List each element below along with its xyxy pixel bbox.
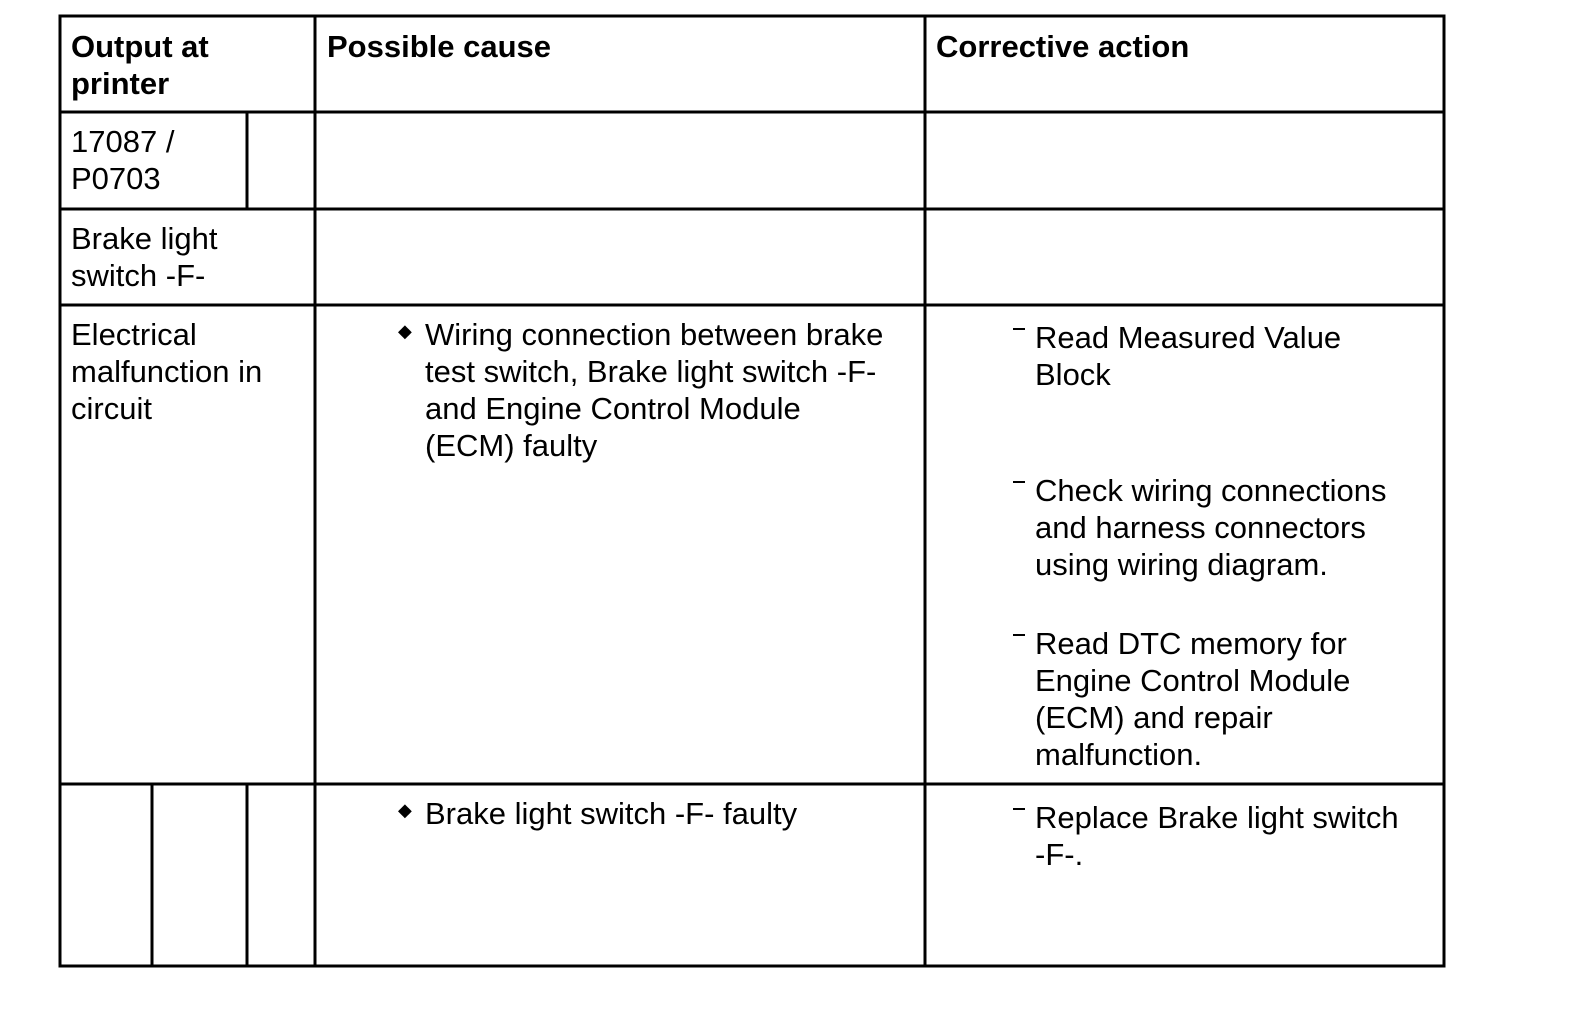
column-header-possible-cause: Possible cause	[327, 29, 552, 64]
possible-cause-item: Wiring connection between brake test swi…	[425, 317, 884, 463]
corrective-action-item: Check wiring connections and harness con…	[1035, 473, 1387, 582]
bullet-diamond-icon: ◆	[398, 800, 412, 820]
component-name: Brake light switch -F-	[71, 221, 218, 293]
dash-bullet-icon	[1013, 481, 1025, 483]
dash-bullet-icon	[1013, 328, 1025, 330]
dash-bullet-icon	[1013, 634, 1025, 636]
fault-description: Electrical malfunction in circuit	[71, 317, 263, 426]
corrective-action-item: Replace Brake light switch -F-.	[1035, 800, 1399, 872]
corrective-action-item: Read DTC memory for Engine Control Modul…	[1035, 626, 1351, 772]
corrective-action-item: Read Measured Value Block	[1035, 320, 1342, 392]
fault-code: 17087 / P0703	[71, 124, 175, 196]
dash-bullet-icon	[1013, 808, 1025, 810]
bullet-diamond-icon: ◆	[398, 321, 412, 341]
column-header-corrective-action: Corrective action	[936, 29, 1190, 64]
possible-cause-item: Brake light switch -F- faulty	[425, 796, 798, 831]
column-header-output: Output at printer	[71, 29, 209, 101]
